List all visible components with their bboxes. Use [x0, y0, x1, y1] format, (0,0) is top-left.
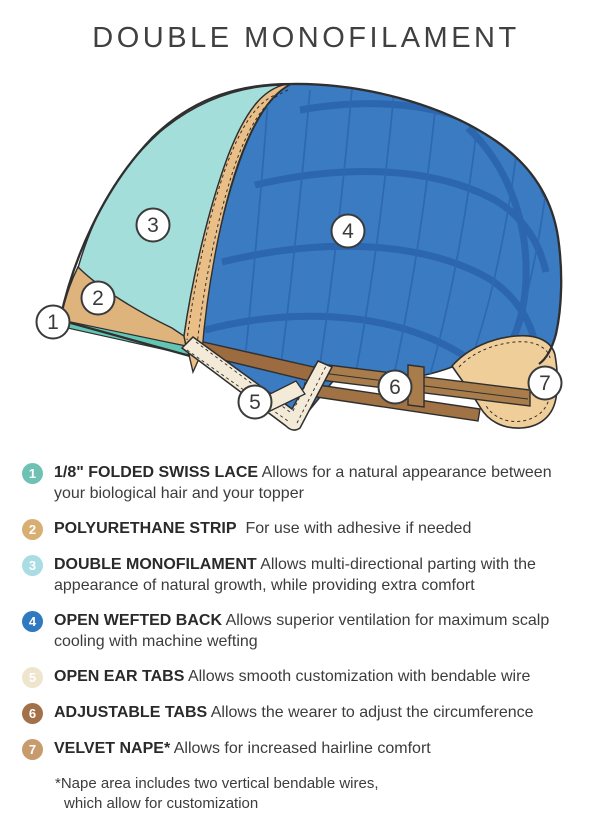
svg-text:2: 2 — [92, 287, 104, 310]
legend-desc: Allows for a natural appearance between … — [54, 464, 552, 502]
legend-item-adjustable-tabs: 6 ADJUSTABLE TABS Allows the wearer to a… — [22, 702, 597, 724]
callout-1: 1 — [35, 304, 71, 340]
page-title: DOUBLE MONOFILAMENT — [92, 22, 520, 54]
legend-label: POLYURETHANE STRIP — [54, 520, 237, 537]
callout-4: 4 — [330, 213, 366, 249]
legend-label: DOUBLE MONOFILAMENT — [54, 556, 257, 573]
footnote-line-1: *Nape area includes two vertical bendabl… — [55, 775, 379, 792]
legend-item-polyurethane: 2 POLYURETHANE STRIP For use with adhesi… — [22, 518, 597, 540]
legend-desc: Allows the wearer to adjust the circumfe… — [210, 704, 534, 721]
callouts: 1 2 3 4 5 6 7 — [35, 207, 563, 420]
callout-6: 6 — [377, 369, 413, 405]
svg-text:3: 3 — [147, 214, 159, 237]
svg-text:5: 5 — [249, 391, 261, 414]
legend-desc: Allows smooth customization with bendabl… — [187, 668, 531, 685]
legend-desc: Allows multi-directional parting with th… — [54, 556, 536, 594]
legend-label: OPEN EAR TABS — [54, 668, 185, 685]
legend-item-open-ear-tabs: 5 OPEN EAR TABS Allows smooth customizat… — [22, 666, 597, 688]
svg-text:6: 6 — [389, 376, 401, 399]
nape-stitching — [458, 341, 552, 422]
callout-7: 7 — [527, 365, 563, 401]
callout-3: 3 — [135, 207, 171, 243]
legend-bullet-2: 2 — [22, 519, 43, 540]
cap-diagram: 1 2 3 4 5 6 7 — [35, 82, 563, 431]
svg-text:4: 4 — [342, 220, 354, 243]
legend-item-swiss-lace: 1 1/8" FOLDED SWISS LACE Allows for a na… — [22, 462, 597, 504]
legend-bullet-7: 7 — [22, 739, 43, 760]
legend-desc: For use with adhesive if needed — [245, 520, 472, 537]
footnote-line-2: which allow for customization — [64, 795, 259, 812]
cap-outline — [58, 82, 563, 365]
legend-bullet-6: 6 — [22, 703, 43, 724]
svg-text:7: 7 — [539, 372, 551, 395]
strap-seam — [321, 372, 529, 400]
svg-text:1: 1 — [47, 311, 59, 334]
legend-item-velvet-nape: 7 VELVET NAPE* Allows for increased hair… — [22, 738, 597, 760]
legend-label: OPEN WEFTED BACK — [54, 612, 222, 629]
nape-footnote: *Nape area includes two vertical bendabl… — [22, 774, 597, 814]
legend-bullet-3: 3 — [22, 555, 43, 576]
legend-desc: Allows for increased hairline comfort — [173, 740, 431, 757]
legend-bullet-1: 1 — [22, 463, 43, 484]
callout-2: 2 — [80, 280, 116, 316]
legend-desc: Allows superior ventilation for maximum … — [54, 612, 550, 650]
seam-stitching — [186, 89, 289, 347]
legend-label: 1/8" FOLDED SWISS LACE — [54, 464, 259, 481]
weft-pattern — [204, 87, 550, 385]
legend-bullet-5: 5 — [22, 667, 43, 688]
legend-item-double-monofilament: 3 DOUBLE MONOFILAMENT Allows multi-direc… — [22, 554, 597, 596]
legend-label: ADJUSTABLE TABS — [54, 704, 208, 721]
legend-item-open-wefted-back: 4 OPEN WEFTED BACK Allows superior venti… — [22, 610, 597, 652]
region-velvet-nape — [450, 334, 559, 429]
legend: 1 1/8" FOLDED SWISS LACE Allows for a na… — [22, 462, 597, 814]
callout-5: 5 — [237, 384, 273, 420]
legend-bullet-4: 4 — [22, 611, 43, 632]
legend-label: VELVET NAPE* — [54, 740, 171, 757]
